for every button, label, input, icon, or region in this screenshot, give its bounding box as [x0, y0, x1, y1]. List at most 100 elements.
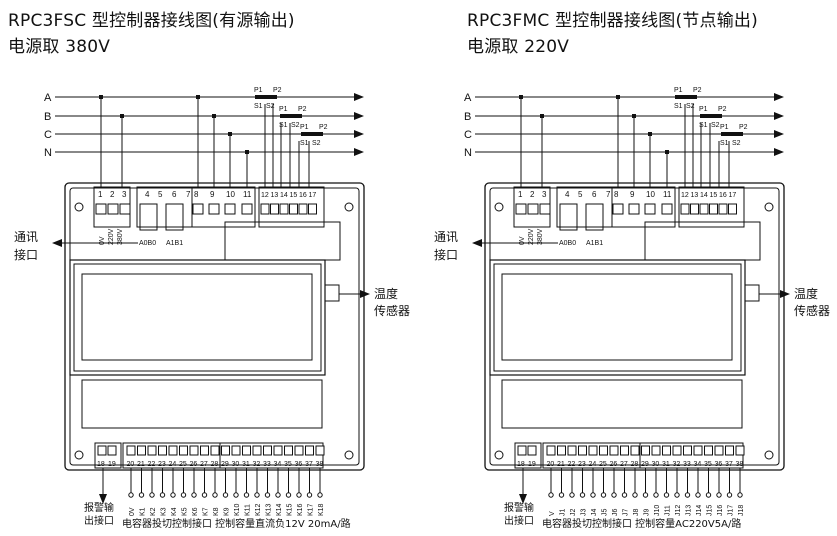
ct-p2-label: P2 — [693, 87, 702, 94]
terminal-screw — [126, 445, 136, 456]
terminal-number: 31 — [242, 461, 250, 468]
ct-s2-label: S2 — [291, 122, 300, 129]
phase-arrow-a — [354, 93, 364, 101]
output-label: K4 — [171, 507, 178, 516]
terminal-screw — [189, 445, 199, 456]
ct-s2-label: S2 — [266, 103, 275, 110]
output-dot — [705, 492, 712, 498]
terminal-number: 3 — [542, 190, 547, 199]
terminal-screw — [242, 445, 251, 456]
terminal-number: 4 — [145, 190, 150, 199]
ct-s2-label: S2 — [732, 140, 741, 147]
terminal-number: 4 — [565, 190, 570, 199]
ct-s1-label: S1 — [699, 122, 708, 129]
output-dot — [275, 492, 281, 498]
terminal-number: 38 — [316, 461, 324, 468]
terminal-screw — [224, 203, 236, 215]
output-label: J14 — [696, 505, 703, 516]
terminal-screw — [641, 445, 650, 456]
comm-plug — [559, 203, 578, 231]
output-label: J9 — [644, 509, 651, 517]
output-label: J8 — [633, 509, 640, 517]
output-dot — [621, 492, 628, 498]
comm-label: 接口 — [434, 247, 458, 262]
terminal-number: 30 — [652, 461, 660, 468]
output-dot — [600, 492, 607, 498]
terminal-screw — [168, 445, 178, 456]
alarm-terminal-block — [94, 442, 122, 469]
junction-dot — [665, 150, 669, 154]
phase-label-c: C — [44, 129, 52, 141]
terminal-number: 14 — [280, 192, 288, 199]
junction-dot — [245, 150, 249, 154]
phase-label-c: C — [464, 129, 472, 141]
terminal-number: 29 — [221, 461, 229, 468]
comm-label: 接口 — [14, 247, 38, 262]
label-area — [501, 379, 743, 429]
display-panel — [69, 259, 326, 376]
terminal-screw — [315, 445, 325, 456]
left-title: RPC3FSC 型控制器接线图(有源输出) — [8, 11, 295, 31]
terminal-screw — [651, 445, 661, 456]
ct-p2-label: P2 — [273, 87, 282, 94]
terminal-number: 9 — [210, 190, 215, 199]
output-dot — [159, 492, 166, 498]
output-dot — [222, 492, 229, 498]
terminal-number: 24 — [589, 461, 597, 468]
ct-p1-label: P1 — [720, 124, 729, 131]
lcd-window — [81, 273, 313, 361]
terminal-screw — [728, 203, 737, 215]
terminal-number: 16 — [299, 192, 307, 199]
junction-dot — [212, 114, 216, 118]
terminal-number: 28 — [211, 461, 219, 468]
top-window — [224, 221, 341, 261]
alarm-arrow-head — [99, 494, 107, 504]
terminal-screw — [179, 445, 188, 456]
temp-label: 传感器 — [374, 303, 410, 318]
comm-arrow-head — [472, 239, 482, 247]
output-label: J10 — [654, 505, 661, 516]
terminal-number: 2 — [110, 190, 115, 199]
output-dot — [737, 492, 743, 498]
output-label: J5 — [602, 509, 609, 517]
output-label: K16 — [297, 503, 304, 516]
terminal-screw — [557, 445, 566, 456]
terminal-number: 37 — [305, 461, 313, 468]
output-dot — [296, 492, 302, 498]
terminal-screw — [289, 203, 298, 215]
terminal-number: 23 — [578, 461, 586, 468]
output-dot — [642, 492, 649, 498]
terminal-number: 3 — [122, 190, 127, 199]
terminal-number: 31 — [662, 461, 670, 468]
terminal-number: 19 — [108, 461, 116, 468]
output-label: J16 — [717, 505, 724, 516]
comm-plug — [139, 203, 158, 231]
phase-arrow-a — [774, 93, 784, 101]
mount-hole — [74, 450, 84, 460]
right-power-note: 电源取 220V — [467, 37, 570, 57]
output-label: V — [549, 511, 556, 516]
power-label: 220V — [528, 228, 535, 245]
terminal-number: 14 — [700, 192, 708, 199]
output-label: J11 — [665, 505, 672, 516]
terminal-screw — [517, 445, 527, 456]
terminal-screw — [208, 203, 220, 215]
terminal-number: 7 — [606, 190, 611, 199]
terminal-screw — [527, 203, 539, 215]
ct-p1-label: P1 — [279, 106, 288, 113]
terminal-number: 19 — [528, 461, 536, 468]
top-window — [644, 221, 761, 261]
terminal-screw — [515, 203, 527, 215]
terminal-number: 8 — [194, 190, 199, 199]
output-label: K10 — [234, 503, 241, 516]
display-panel — [489, 259, 746, 376]
terminal-number: 18 — [97, 461, 105, 468]
terminal-screw — [147, 445, 157, 456]
terminal-number: 5 — [578, 190, 583, 199]
mount-hole — [764, 202, 774, 212]
output-dot — [726, 492, 733, 498]
terminal-number: 9 — [630, 190, 635, 199]
output-label: K8 — [213, 507, 220, 516]
terminal-number: 16 — [719, 192, 727, 199]
